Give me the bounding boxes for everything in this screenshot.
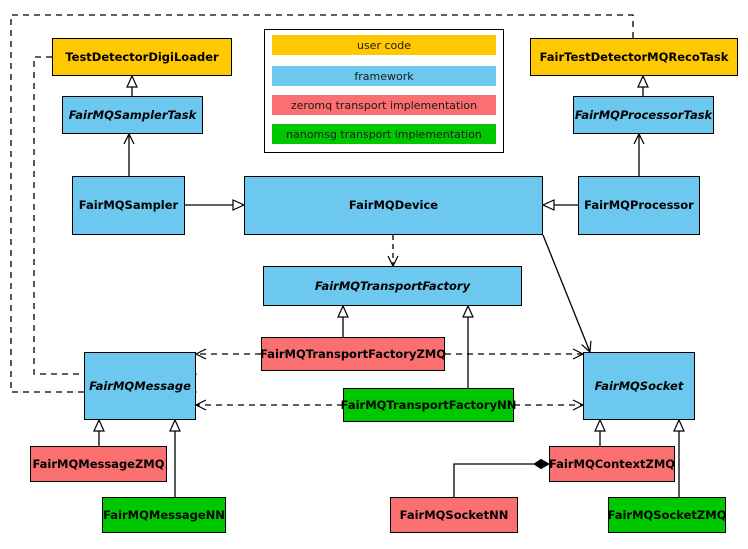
- class-box-fair-mq-sampler-task[interactable]: FairMQSamplerTask: [62, 96, 203, 134]
- class-label-fair-mq-processor: FairMQProcessor: [584, 198, 694, 213]
- class-label-test-detector-digi-loader: TestDetectorDigiLoader: [65, 49, 219, 64]
- class-box-fair-mq-processor-task[interactable]: FairMQProcessorTask: [573, 96, 714, 134]
- edge-device-to-socket: [542, 234, 592, 354]
- class-box-test-detector-digi-loader[interactable]: TestDetectorDigiLoader: [52, 38, 232, 76]
- legend-item-user-code: user code: [272, 35, 496, 55]
- edge-context-zmq-to-socket-zmq: [453, 458, 551, 497]
- class-label-fair-mq-transport-factory: FairMQTransportFactory: [314, 278, 471, 293]
- class-label-fair-mq-message-zmq: FairMQMessageZMQ: [32, 456, 165, 471]
- class-box-fair-mq-transport-factory[interactable]: FairMQTransportFactory: [263, 266, 522, 306]
- legend-label-user-code: user code: [356, 38, 412, 52]
- class-box-fair-mq-processor[interactable]: FairMQProcessor: [578, 176, 700, 235]
- class-box-fair-mq-transport-factory-zmq[interactable]: FairMQTransportFactoryZMQ: [260, 337, 447, 371]
- legend-item-framework: framework: [272, 66, 496, 86]
- legend-item-nanomsg: nanomsg transport implementation: [272, 124, 496, 144]
- class-box-fair-mq-socket[interactable]: FairMQSocket: [583, 352, 695, 420]
- class-box-fair-mq-transport-factory-nn[interactable]: FairMQTransportFactoryNN: [340, 388, 517, 422]
- class-box-fair-mq-sampler[interactable]: FairMQSampler: [72, 176, 185, 235]
- class-label-fair-mq-socket-nn: FairMQSocketZMQ: [607, 507, 727, 522]
- class-label-fair-mq-socket-zmq: FairMQContextZMQ: [548, 456, 676, 471]
- class-label-fair-mq-sampler-task: FairMQSamplerTask: [68, 107, 197, 122]
- class-label-fair-mq-sampler: FairMQSampler: [78, 198, 179, 213]
- class-label-fair-mq-transport-factory-zmq: FairMQTransportFactoryZMQ: [260, 346, 447, 361]
- legend-label-framework: framework: [354, 69, 414, 83]
- class-label-fair-mq-device: FairMQDevice: [348, 198, 439, 213]
- class-label-fair-mq-context-zmq: FairMQSocketNN: [399, 507, 509, 522]
- legend-item-zeromq: zeromq transport implementation: [272, 95, 496, 115]
- class-box-fair-mq-message-zmq[interactable]: FairMQMessageZMQ: [30, 446, 167, 482]
- legend-label-zeromq: zeromq transport implementation: [290, 98, 478, 112]
- class-box-fair-test-detector-mq-reco-task[interactable]: FairTestDetectorMQRecoTask: [530, 38, 738, 76]
- class-box-fair-mq-socket-nn[interactable]: FairMQSocketZMQ: [607, 497, 727, 533]
- class-box-fair-mq-message[interactable]: FairMQMessage: [84, 352, 196, 420]
- class-label-fair-mq-transport-factory-nn: FairMQTransportFactoryNN: [340, 397, 517, 412]
- class-box-fair-mq-device[interactable]: FairMQDevice: [244, 176, 543, 235]
- class-label-fair-test-detector-mq-reco-task: FairTestDetectorMQRecoTask: [539, 49, 729, 64]
- class-label-fair-mq-message: FairMQMessage: [89, 378, 191, 393]
- legend-label-nanomsg: nanomsg transport implementation: [286, 127, 482, 141]
- class-label-fair-mq-message-nn: FairMQMessageNN: [103, 507, 225, 522]
- class-box-fair-mq-context-zmq[interactable]: FairMQSocketNN: [390, 497, 518, 533]
- class-box-fair-mq-message-nn[interactable]: FairMQMessageNN: [102, 497, 226, 533]
- class-label-fair-mq-socket: FairMQSocket: [594, 378, 684, 393]
- class-label-fair-mq-processor-task: FairMQProcessorTask: [574, 107, 713, 122]
- class-box-fair-mq-socket-zmq[interactable]: FairMQContextZMQ: [549, 446, 675, 482]
